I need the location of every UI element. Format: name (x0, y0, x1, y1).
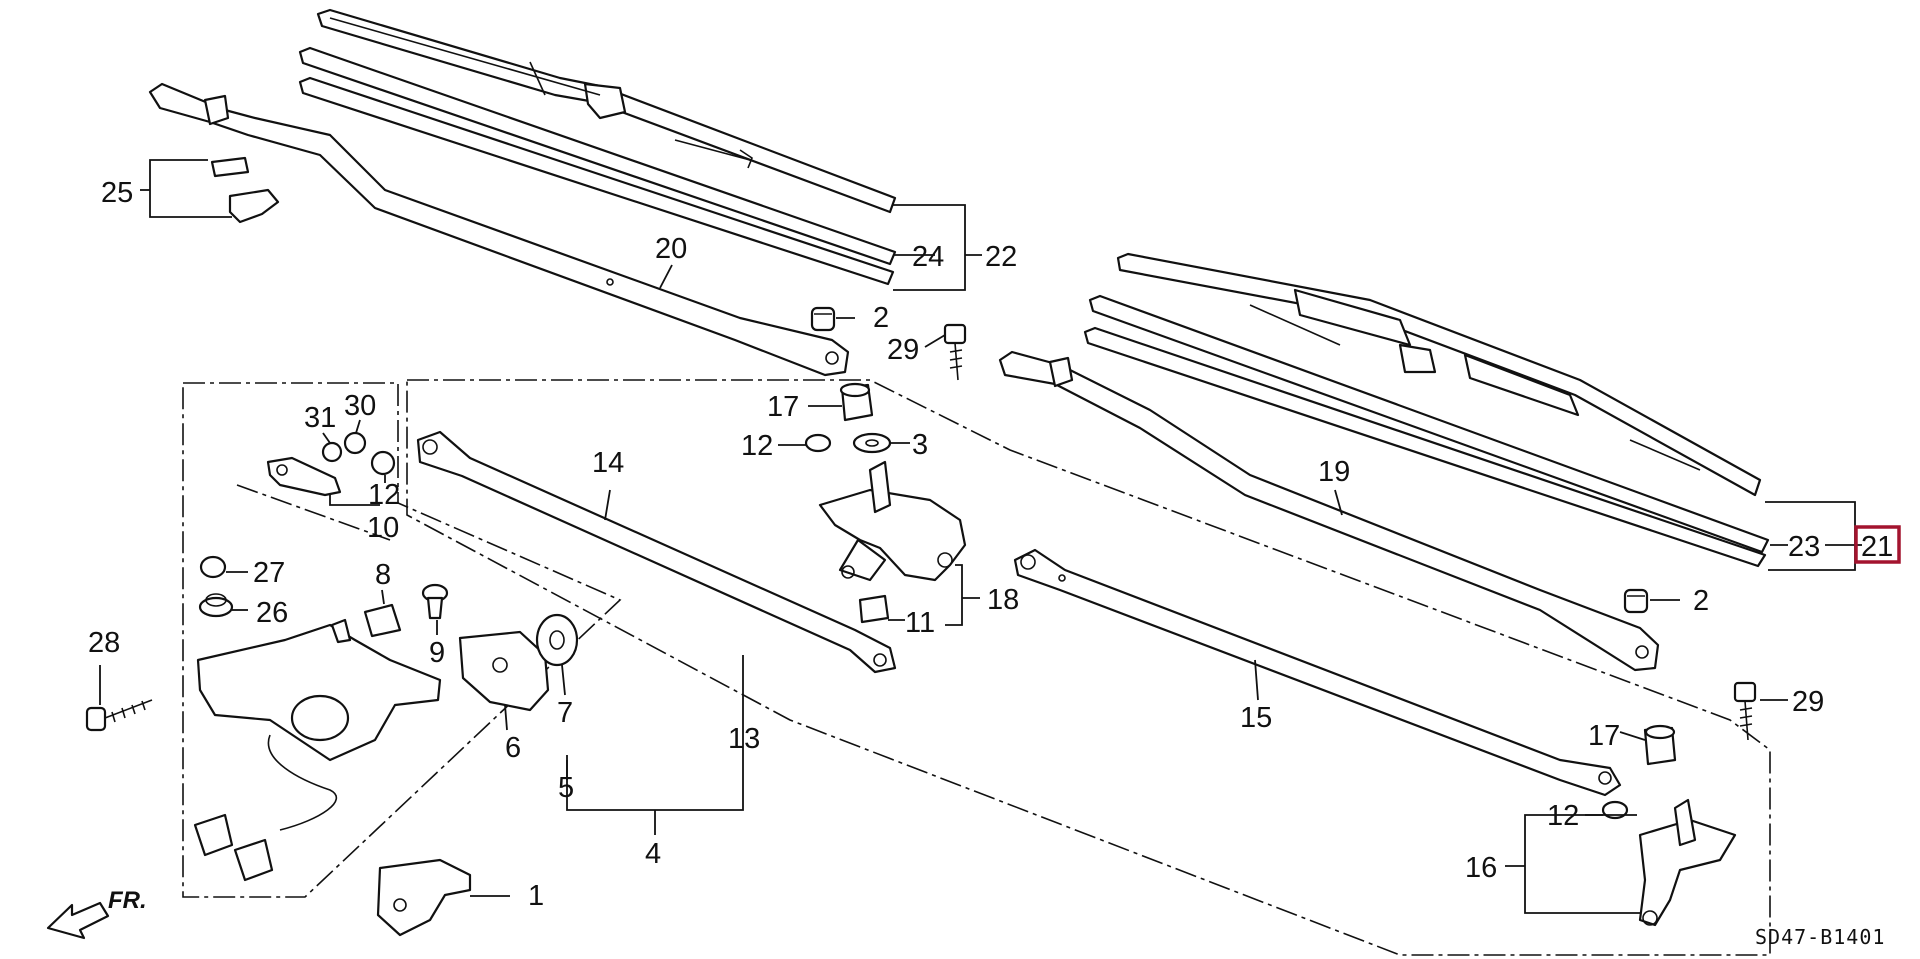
callout-18[interactable]: 18 (987, 584, 1019, 616)
assembly-outlines (182, 379, 1771, 956)
pivot-part-18[interactable] (818, 460, 967, 582)
callout-19[interactable]: 19 (1318, 456, 1350, 488)
pivot-part-16[interactable] (1638, 798, 1737, 927)
callout-20[interactable]: 20 (655, 233, 687, 265)
callout-11[interactable]: 11 (905, 607, 935, 639)
diagram-code: SD47-B1401 (1755, 925, 1885, 949)
clip-part-25[interactable] (210, 156, 280, 224)
callout-28[interactable]: 28 (88, 627, 120, 659)
pin-part-9[interactable] (421, 583, 449, 620)
callout-1[interactable]: 1 (528, 880, 544, 912)
wiper-blade-left[interactable] (298, 8, 897, 286)
grommet-part-26[interactable] (198, 593, 234, 618)
wiper-arm-left[interactable] (148, 82, 850, 377)
wiper-motor[interactable] (193, 618, 442, 882)
leader-lines (99, 159, 1862, 914)
callout-7[interactable]: 7 (557, 697, 573, 729)
callout-8[interactable]: 8 (375, 559, 391, 591)
callout-6[interactable]: 6 (505, 732, 521, 764)
nut-part-2-right[interactable] (1623, 588, 1649, 614)
callout-2-right[interactable]: 2 (1693, 585, 1709, 617)
direction-label: FR. (108, 887, 147, 914)
washer-part-12-pivot-left[interactable] (804, 433, 832, 453)
bolt-part-29-left[interactable] (943, 323, 967, 381)
callout-31[interactable]: 31 (304, 402, 336, 434)
callout-10[interactable]: 10 (367, 512, 399, 544)
callout-30[interactable]: 30 (344, 390, 376, 422)
callout-2-left[interactable]: 2 (873, 302, 889, 334)
washer-part-3[interactable] (852, 432, 892, 454)
crank-arm-part-10[interactable] (266, 456, 342, 497)
callout-5[interactable]: 5 (558, 772, 574, 804)
bushing-part-17-right[interactable] (1643, 724, 1677, 766)
motor-cover-part-6[interactable] (458, 630, 550, 712)
callout-25[interactable]: 25 (101, 177, 133, 209)
callout-17-right[interactable]: 17 (1588, 720, 1620, 752)
callout-24[interactable]: 24 (912, 241, 944, 273)
callout-21[interactable]: 21 (1861, 531, 1893, 563)
bolt-part-29-right[interactable] (1733, 681, 1757, 741)
highlight-box-part-21 (1854, 525, 1901, 564)
nut-part-12-crank[interactable] (370, 450, 396, 476)
callout-13[interactable]: 13 (728, 723, 760, 755)
cap-part-27[interactable] (199, 555, 227, 579)
link-rod-15[interactable] (1013, 548, 1622, 797)
callout-29-right[interactable]: 29 (1792, 686, 1824, 718)
callout-15[interactable]: 15 (1240, 702, 1272, 734)
washer-part-30[interactable] (343, 431, 367, 455)
link-rod-14[interactable] (416, 430, 897, 674)
grommet-part-8[interactable] (363, 603, 402, 638)
washer-part-31[interactable] (321, 441, 343, 463)
callout-29-left[interactable]: 29 (887, 334, 919, 366)
bracket-part-1[interactable] (376, 858, 472, 937)
bushing-part-17-left[interactable] (839, 382, 874, 422)
callout-4[interactable]: 4 (645, 838, 661, 870)
callout-12-pivot-left[interactable]: 12 (741, 430, 773, 462)
callout-12-pivot-right[interactable]: 12 (1547, 800, 1579, 832)
nut-part-11[interactable] (858, 594, 890, 624)
callout-12-crank[interactable]: 12 (368, 479, 400, 511)
nut-part-2-left[interactable] (810, 306, 836, 332)
front-direction-arrow: FR. (46, 887, 147, 940)
callout-27[interactable]: 27 (253, 557, 285, 589)
callout-16[interactable]: 16 (1465, 852, 1497, 884)
cap-part-7[interactable] (535, 613, 579, 667)
bolt-part-28[interactable] (85, 699, 153, 732)
callout-labels: 1 2 2 3 4 5 6 7 8 9 10 11 12 12 12 13 14… (88, 177, 1893, 912)
wiper-arm-right[interactable] (998, 350, 1660, 672)
callout-9[interactable]: 9 (429, 637, 445, 669)
callout-22[interactable]: 22 (985, 241, 1017, 273)
callout-3[interactable]: 3 (912, 429, 928, 461)
washer-part-12-pivot-right[interactable] (1601, 800, 1629, 820)
callout-23[interactable]: 23 (1788, 531, 1820, 563)
wiper-blade-right[interactable] (1083, 252, 1770, 568)
callout-26[interactable]: 26 (256, 597, 288, 629)
callout-17-left[interactable]: 17 (767, 391, 799, 423)
callout-14[interactable]: 14 (592, 447, 624, 479)
